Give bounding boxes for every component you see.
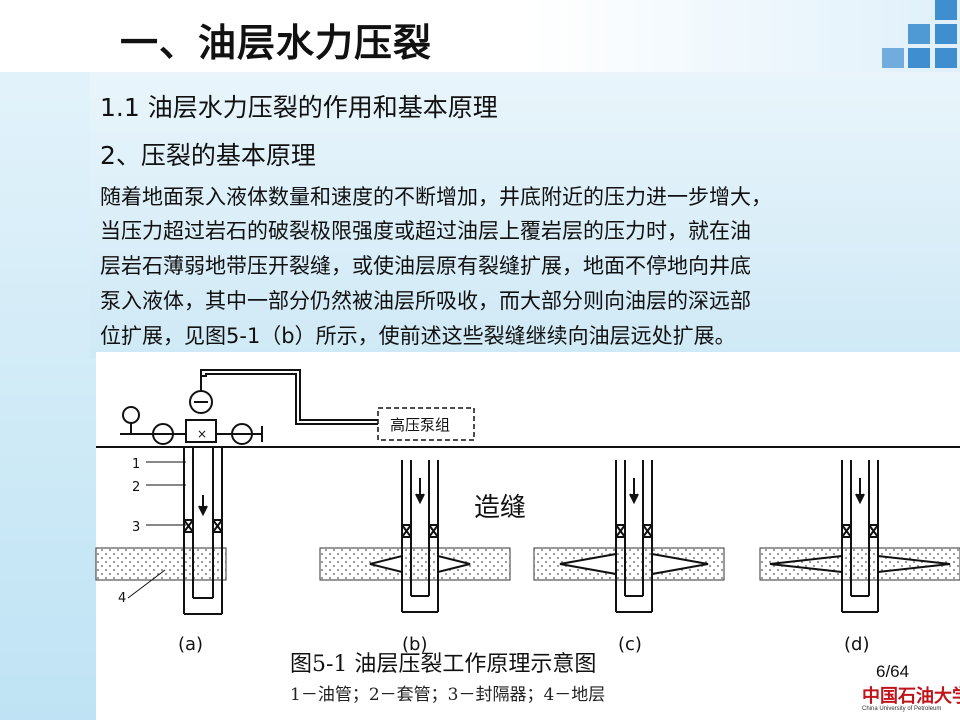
panel-label: (c) [618,634,642,655]
subheading: 2、压裂的基本原理 [100,141,316,170]
legend-leaders [127,461,186,599]
figure-area [96,352,960,720]
panel-label: (a) [178,634,203,655]
well-a [183,447,223,615]
paragraph-line: 层岩石薄弱地带压开裂缝，或使油层原有裂缝扩展，地面不停地向井底 [100,254,751,278]
header-band [0,0,960,72]
university-logo: 中国石油大学 China University of Petroleum [862,686,960,718]
slide-title: 一、油层水力压裂 [120,21,433,65]
figure-caption: 图5-1 油层压裂工作原理示意图 [290,652,597,677]
pump-box: 高压泵组 [377,407,475,441]
panel-label: (b) [402,634,427,655]
pump-label: 高压泵组 [390,416,450,434]
content-panel [90,72,960,358]
logo-text-cn: 中国石油大学 [862,686,960,707]
paragraph-line: 随着地面泵入液体数量和速度的不断增加，井底附近的压力进一步增大， [100,185,772,209]
legend-number: 4 [118,591,126,606]
wellhead-icon: × [120,369,378,445]
section-heading: 1.1 油层水力压裂的作用和基本原理 [100,93,498,122]
svg-text:×: × [197,427,207,441]
logo-text-en: China University of Petroleum [862,706,942,712]
fracture-label: 造缝 [474,493,526,523]
well-d [769,460,951,613]
paragraph-line: 泵入液体，其中一部分仍然被油层所吸收，而大部分则向油层的深远部 [100,289,751,313]
well-c [559,460,709,613]
paragraph-line: 位扩展，见图5-1（b）所示，使前述这些裂缝继续向油层远处扩展。 [100,324,736,348]
legend-number: 1 [132,457,140,472]
well-b [369,460,471,613]
legend-number: 2 [132,480,140,495]
legend-number: 3 [132,520,140,535]
paragraph-line: 当压力超过岩石的破裂极限强度或超过油层上覆岩层的压力时，就在油 [100,219,751,243]
figure-subcaption: 1－油管；2－套管；3－封隔器；4－地层 [290,685,606,705]
panel-label: (d) [844,634,869,655]
page-number: 6/64 [876,662,910,681]
